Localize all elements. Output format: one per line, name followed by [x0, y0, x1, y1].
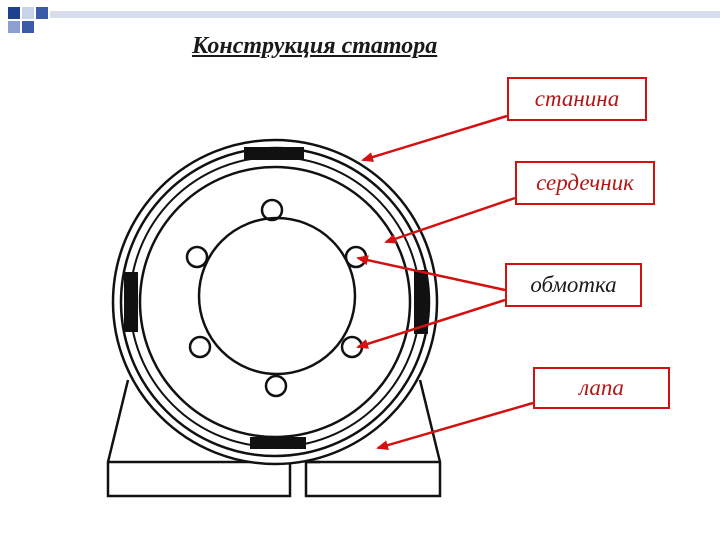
- deco-square-1: [8, 7, 20, 19]
- label-lapa: лапа: [533, 367, 670, 409]
- slot-4: [188, 335, 212, 359]
- label-stanina: станина: [507, 77, 647, 121]
- deco-square-4: [22, 21, 34, 33]
- arrow-stanina: [361, 114, 508, 162]
- winding-pad-left: [124, 272, 138, 332]
- winding-pad-top: [244, 147, 304, 160]
- deco-square-2: [22, 7, 34, 19]
- arrow-obmotka-1: [356, 255, 506, 292]
- arrow-serdechnik: [384, 196, 516, 244]
- deco-square-3: [8, 21, 20, 33]
- frame-outer-ring: [111, 138, 439, 466]
- label-obmotka: обмотка: [505, 263, 642, 307]
- callout-arrows: [356, 114, 534, 451]
- winding-pad-right: [414, 270, 428, 334]
- slot-6: [264, 374, 288, 398]
- slot-2: [185, 245, 209, 269]
- arrow-lapa: [376, 401, 534, 451]
- winding-pad-bottom: [250, 437, 306, 449]
- header-bar: [50, 11, 720, 18]
- stator-drawing: [106, 138, 442, 498]
- deco-square-5: [36, 7, 48, 19]
- label-serdechnik: сердечник: [515, 161, 655, 205]
- arrow-obmotka-2: [356, 298, 506, 349]
- header-decoration: [8, 7, 720, 33]
- slot-1: [260, 198, 284, 222]
- slide-title: Конструкция статора: [192, 33, 438, 59]
